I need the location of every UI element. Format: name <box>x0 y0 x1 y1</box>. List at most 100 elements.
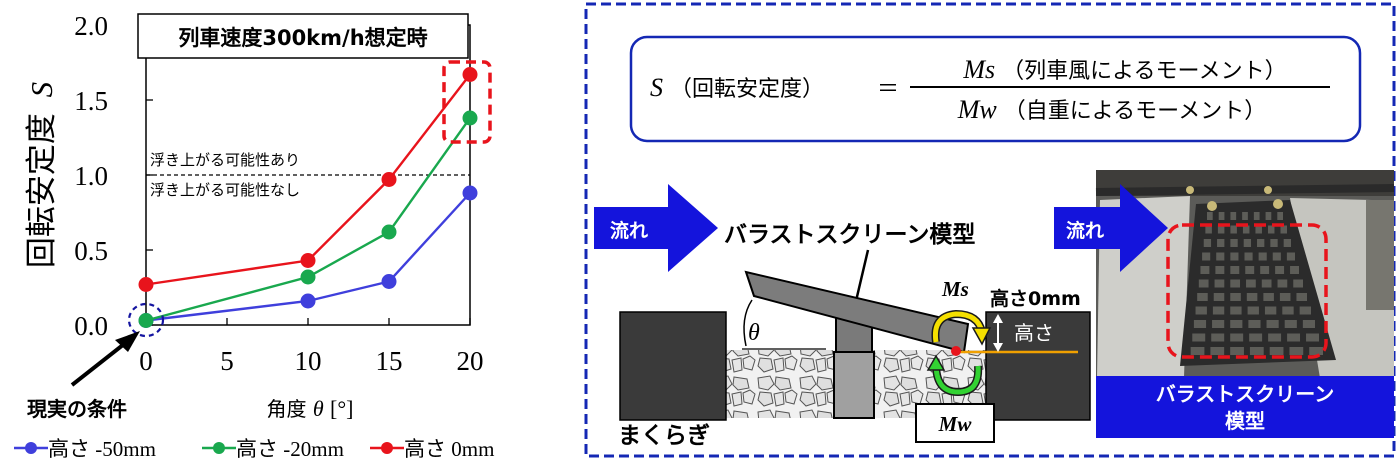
photo-grid-cell <box>1272 252 1281 261</box>
photo-grid-cell <box>1230 293 1241 301</box>
ms-label: Ms <box>941 277 969 301</box>
height-arrow-top <box>993 314 1003 323</box>
ms-arrowhead <box>971 327 992 346</box>
photo-grid-cell <box>1202 252 1211 261</box>
photo-grid-cell <box>1197 293 1208 301</box>
x-tick-label: 5 <box>220 346 234 376</box>
photo-gravel-strip <box>1366 200 1394 310</box>
flow-label-left: 流れ <box>610 219 648 242</box>
photo-grid-cell <box>1230 306 1242 315</box>
series-line-2 <box>145 73 471 286</box>
series-0-point <box>381 274 397 289</box>
photo-grid-cell <box>1211 333 1225 342</box>
legend-marker <box>213 442 225 454</box>
photo-grid-cell <box>1246 293 1258 301</box>
theta-arc <box>743 299 753 347</box>
photo-grid-cell <box>1217 225 1225 234</box>
x-tick-marks <box>145 318 471 325</box>
mw-label: Mw <box>938 412 973 436</box>
photo-grid-cell <box>1287 333 1301 342</box>
highlight-max-box <box>442 60 492 144</box>
photo-grid-cell <box>1217 239 1225 247</box>
photo-grid-cell <box>1203 239 1212 247</box>
height-label: 高さ <box>1014 321 1054 345</box>
photo-rail <box>1095 184 1395 196</box>
support-post <box>833 351 875 419</box>
formula-lhs: S （回転安定度） <box>650 73 824 102</box>
mechanism-diagram: S （回転安定度） ＝ Ms （列車風によるモーメント） Mw （自重によるモー… <box>584 2 1396 458</box>
photo-grid-cell <box>1261 279 1272 288</box>
photo-grid-cell <box>1283 239 1291 247</box>
series-line-1 <box>145 117 471 322</box>
series-2-point <box>381 172 397 187</box>
photo-grid-cell <box>1249 347 1264 355</box>
flow-arrow-left <box>594 184 718 272</box>
formula-equals: ＝ <box>877 77 899 102</box>
photo-grid-cell <box>1230 239 1238 247</box>
photo-grid-cell <box>1266 320 1279 328</box>
series-2-point <box>462 67 478 82</box>
y-axis-label: 回転安定度 S <box>24 82 60 268</box>
photo-grid-cell <box>1230 225 1237 234</box>
photo-grid-cell <box>1275 266 1285 274</box>
series-layer <box>138 67 478 328</box>
height-arrow-bottom <box>993 343 1003 352</box>
photo-grid-cell <box>1242 225 1250 234</box>
photo-grid-cell <box>1212 306 1225 315</box>
current-condition-label: 現実の条件 <box>27 397 127 421</box>
photo-grid-cell <box>1200 266 1210 274</box>
photo-caption-line1: バラストスクリーン <box>1156 382 1335 406</box>
photo-grid-cell <box>1205 225 1212 234</box>
current-condition-arrowhead <box>115 331 140 352</box>
series-0-point <box>300 293 316 309</box>
photo-grid-cell <box>1245 266 1255 274</box>
photo-grid-cell <box>1244 252 1253 261</box>
photo-grid-cell <box>1264 306 1277 315</box>
y-tick-label: 1.0 <box>74 161 108 191</box>
photo-grid-cell <box>1214 279 1225 288</box>
sleeper-label: まくらぎ <box>618 422 710 449</box>
y-tick-labels: 0.00.51.01.52.0 <box>74 11 108 341</box>
photo-grid-cell <box>1207 212 1213 220</box>
threshold-label-above: 浮き上がる可能性あり <box>150 151 300 169</box>
highlight-origin-circle <box>127 302 165 338</box>
photo-grid-cell <box>1230 266 1240 274</box>
photo-grid-cell <box>1306 333 1319 342</box>
mw-label-box <box>915 403 995 443</box>
photo-grid-cell <box>1215 266 1225 274</box>
sleeper-right <box>985 311 1091 421</box>
formula-lhs-symbol: S <box>650 73 663 102</box>
photo-grid-cell <box>1242 212 1248 220</box>
sleeper-left <box>619 311 727 421</box>
series-1-point <box>381 224 397 240</box>
x-axis-label-unit: [°] <box>330 396 353 421</box>
photo-screen-grid <box>1190 212 1323 355</box>
legend-marker <box>381 442 393 454</box>
photo-grid-cell <box>1258 252 1267 261</box>
formula-numerator-text: （列車風によるモーメント） <box>1002 59 1286 84</box>
photo-grid-cell <box>1265 212 1272 220</box>
photo-grid-cell <box>1230 279 1241 288</box>
photo-grid-cell <box>1192 333 1206 342</box>
photo-grid-cell <box>1302 320 1315 328</box>
mw-arrowhead <box>926 354 946 371</box>
y-axis-label-symbol: S <box>24 82 59 98</box>
photo-grid-cell <box>1243 239 1252 247</box>
photo-grid-cell <box>1218 212 1225 220</box>
photo-grid-cell <box>1268 333 1282 342</box>
photo-grid-cell <box>1296 293 1307 301</box>
photo-grid-cell <box>1286 252 1295 261</box>
photo-bolt-3 <box>1186 186 1194 194</box>
series-2-point <box>138 277 154 292</box>
photo-grid-cell <box>1216 252 1225 261</box>
photo-grid-cell <box>1260 266 1270 274</box>
photo-grid-cell <box>1257 239 1265 247</box>
series-1-point <box>138 313 154 328</box>
photo-grid-cell <box>1230 347 1244 355</box>
formula-denominator-symbol: Mw <box>957 95 998 124</box>
photo-grid-cell <box>1263 293 1274 301</box>
pivot-point <box>951 346 961 356</box>
x-tick-label: 15 <box>376 346 403 376</box>
